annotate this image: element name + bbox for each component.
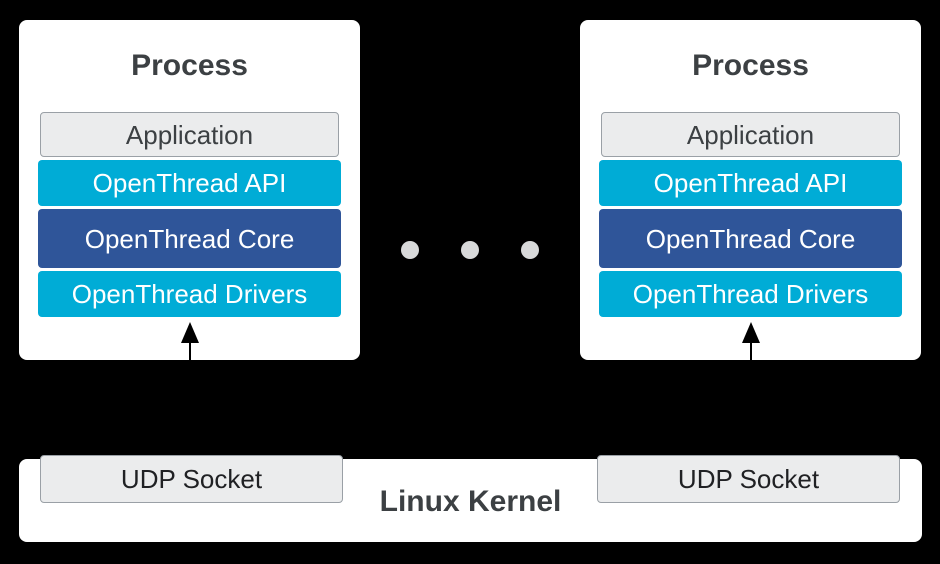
linux-kernel-title: Linux Kernel bbox=[379, 485, 562, 518]
layer-application: Application bbox=[40, 112, 339, 157]
ellipsis-dot bbox=[401, 241, 419, 259]
layer-openthread-api: OpenThread API bbox=[599, 160, 902, 206]
layer-openthread-core: OpenThread Core bbox=[38, 209, 341, 268]
arrow-head-icon bbox=[180, 322, 199, 343]
layer-application: Application bbox=[601, 112, 900, 157]
process-title: Process bbox=[131, 49, 248, 82]
process-title: Process bbox=[692, 49, 809, 82]
arrow-line bbox=[188, 343, 191, 360]
ellipsis-dot bbox=[461, 241, 479, 259]
up-arrow bbox=[180, 322, 199, 360]
up-arrow bbox=[741, 322, 760, 360]
ellipsis bbox=[401, 241, 539, 259]
process-card-left: Process Application OpenThread API OpenT… bbox=[19, 20, 360, 360]
layer-openthread-drivers: OpenThread Drivers bbox=[38, 271, 341, 317]
ellipsis-dot bbox=[521, 241, 539, 259]
process-card-right: Process Application OpenThread API OpenT… bbox=[580, 20, 921, 360]
layer-openthread-api: OpenThread API bbox=[38, 160, 341, 206]
arrow-line bbox=[749, 343, 752, 360]
layer-openthread-core: OpenThread Core bbox=[599, 209, 902, 268]
arrow-head-icon bbox=[741, 322, 760, 343]
layer-openthread-drivers: OpenThread Drivers bbox=[599, 271, 902, 317]
udp-socket-right: UDP Socket bbox=[597, 455, 900, 503]
udp-socket-left: UDP Socket bbox=[40, 455, 343, 503]
